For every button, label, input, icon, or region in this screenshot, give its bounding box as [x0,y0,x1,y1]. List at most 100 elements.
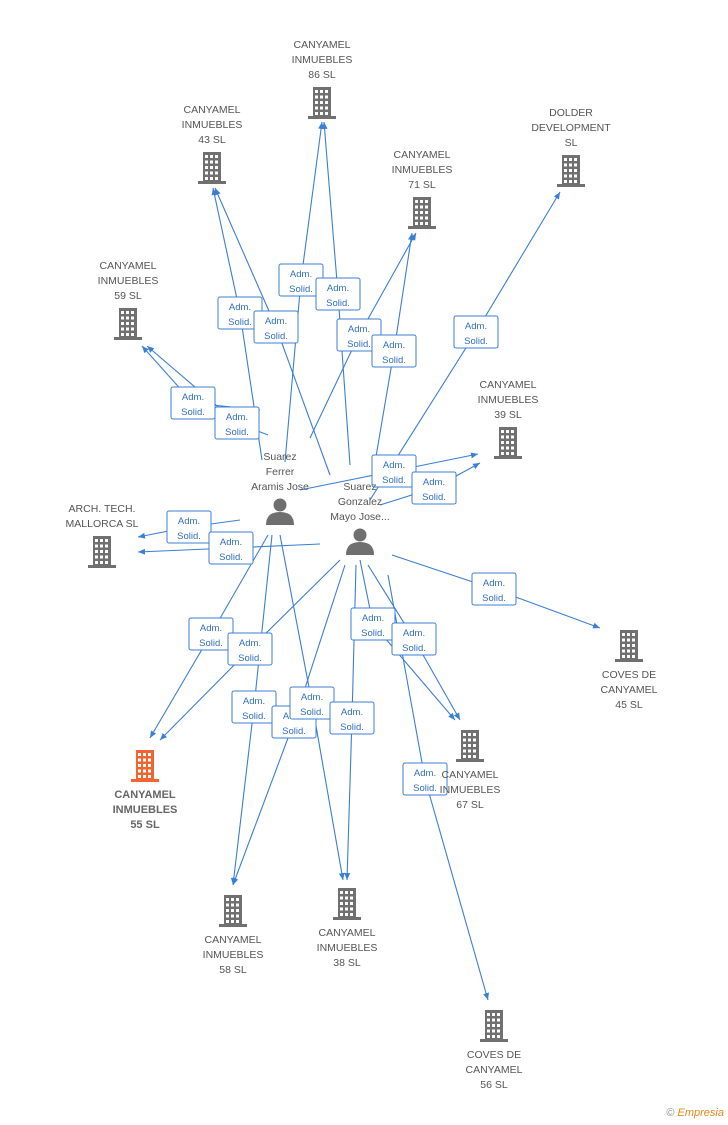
edge-label-adm-solid[interactable]: Adm.Solid. [336,318,382,352]
building-window [627,638,630,642]
building-window [632,644,635,647]
building-window [420,222,423,225]
edge-label-adm-solid[interactable]: Adm.Solid. [170,386,216,420]
edge-label-box [170,386,216,420]
building-window [345,902,348,905]
building-window [468,755,471,758]
person-body [346,542,374,555]
edge-label-adm-solid[interactable]: Adm.Solid. [402,762,448,796]
company-label-line: INMUEBLES [98,275,159,287]
person-label-line: Gonzalez [338,496,382,508]
building-window [205,177,208,180]
building-window [226,914,229,918]
edge-label-text: Adm. [348,324,370,335]
edge-label-adm-solid[interactable]: Adm.Solid. [329,701,375,735]
edge-label-adm-solid[interactable]: Adm.Solid. [471,572,517,606]
building-window [415,205,418,209]
building-window [340,907,343,911]
brand-name: Empresia [677,1107,724,1119]
building-window [492,1024,495,1027]
edge-label-adm-solid[interactable]: Adm.Solid. [411,471,457,505]
edge-label-adm-solid[interactable]: Adm.Solid. [253,310,299,344]
building-window [574,174,577,178]
edge-label-adm-solid[interactable]: Adm.Solid. [227,632,273,666]
edge-label-text: Solid. [413,783,437,794]
edge-label-adm-solid[interactable]: Adm.Solid. [371,454,417,488]
building-window [105,561,108,564]
company-label-line: CANYAMEL [114,789,176,801]
building-window [320,90,323,93]
edge-label-adm-solid[interactable]: Adm.Solid. [208,531,254,565]
building-window [497,1029,500,1033]
building-window [121,316,124,320]
edge-label-box [402,762,448,796]
copyright-icon: © [666,1107,675,1119]
edge-label-adm-solid[interactable]: Adm.Solid. [371,334,417,368]
edge-label-adm-solid[interactable]: Adm.Solid. [350,607,396,641]
person-head [273,498,287,512]
building-window [425,211,428,214]
building-window [506,435,509,439]
building-base [333,917,361,920]
building-window [100,539,103,542]
building-window [131,316,134,320]
edge-label-adm-solid[interactable]: Adm.Solid. [289,686,335,720]
company-node-arch[interactable]: ARCH. TECH.MALLORCA SL [66,503,139,568]
building-window [350,907,353,911]
building-window [506,452,509,455]
footer-brand[interactable]: © Empresia [666,1107,724,1119]
edge-label-text: Adm. [200,623,222,634]
edge-label-adm-solid[interactable]: Adm.Solid. [231,690,277,724]
edge-label-adm-solid[interactable]: Adm.Solid. [166,510,212,544]
edge-label-adm-solid[interactable]: Adm.Solid. [214,406,260,440]
edge-label-adm-solid[interactable]: Adm.Solid. [391,622,437,656]
edge-label-box [227,632,273,666]
building-window [497,1013,500,1016]
building-icon [557,155,585,187]
building-window [415,211,418,214]
building-window [627,655,630,658]
edge-label-text: Adm. [327,283,349,294]
building-window [320,112,323,115]
building-window [506,446,509,450]
company-label-line: COVES DE [602,669,656,681]
edge-label-text: Solid. [326,298,350,309]
building-window [95,544,98,548]
edge-label-adm-solid[interactable]: Adm. Solid. [315,277,361,311]
company-label-line: DOLDER [549,107,593,119]
person-label-line: Suarez [263,451,296,463]
company-label-line: SL [565,137,578,149]
edge-label-text: Solid. [264,331,288,342]
building-window [506,441,509,444]
building-window [340,896,343,900]
edge-label-adm-solid[interactable]: Adm.Solid. [453,315,499,349]
building-window [632,655,635,658]
edge-label-adm-solid[interactable]: Adm.Solid. [188,617,234,651]
edge-label-text: Adm. [229,302,251,313]
building-window [501,435,504,439]
building-window [497,1018,500,1022]
building-window [325,112,328,115]
company-label-line: CANYAMEL [184,104,241,116]
edge-label-adm-solid[interactable]: Adm.Solid. [217,296,263,330]
building-window [95,539,98,542]
building-window [569,158,572,161]
edge-label-text: Adm. [226,412,248,423]
building-base [615,659,643,662]
building-window [131,311,134,314]
